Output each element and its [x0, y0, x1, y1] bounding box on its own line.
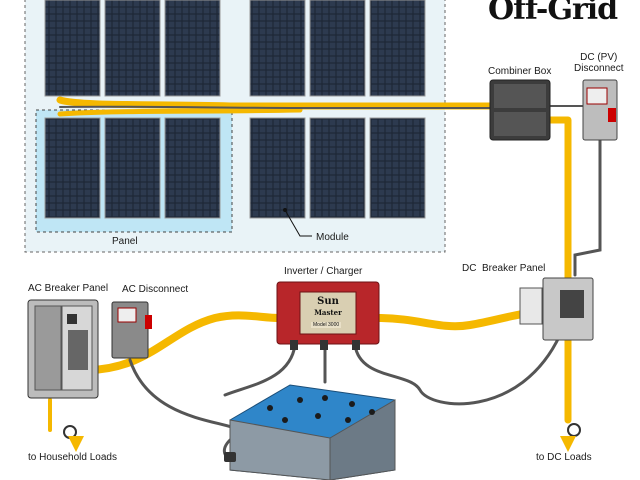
- panel-label: Panel: [112, 236, 138, 247]
- module-leader-dot: [283, 208, 287, 212]
- battery-bank: [229, 384, 396, 480]
- solar-modules-bottom-row: [44, 117, 426, 219]
- solar-module: [309, 0, 366, 97]
- solar-module: [104, 117, 161, 219]
- ac-disconnect: [111, 301, 152, 359]
- solar-module: [44, 0, 101, 97]
- solar-module: [104, 0, 161, 97]
- inverter-brand-line2: Master: [314, 308, 342, 317]
- ground-plug: [224, 452, 236, 462]
- inverter-brand: Sun Master: [312, 296, 344, 318]
- arrow-down-dc-loads: [560, 436, 576, 452]
- solar-module: [249, 117, 306, 219]
- arrow-down-household: [68, 436, 84, 452]
- ac-breaker-panel: [27, 299, 99, 399]
- solar-module: [164, 0, 221, 97]
- page-title: Off-Grid: [488, 0, 618, 27]
- inverter-brand-line1: Sun: [317, 296, 339, 307]
- module-label: Module: [316, 232, 349, 243]
- solar-modules-top-row: [44, 0, 426, 97]
- solar-module: [249, 0, 306, 97]
- household-loads-label: to Household Loads: [28, 452, 117, 463]
- inverter-charger-label: Inverter / Charger: [284, 266, 363, 277]
- dc-pv-disconnect: [582, 79, 618, 141]
- combiner-box: [489, 79, 551, 141]
- solar-module: [369, 117, 426, 219]
- solar-module: [164, 117, 221, 219]
- inverter-model: Model 3000: [311, 322, 342, 328]
- inverter-charger: [276, 281, 380, 350]
- module-leader: [284, 209, 312, 237]
- solar-module: [309, 117, 366, 219]
- combiner-box-label: Combiner Box: [488, 66, 552, 77]
- dc-loads-label: to DC Loads: [536, 452, 592, 463]
- solar-module: [44, 117, 101, 219]
- dc-load-terminal: [567, 423, 581, 437]
- dc-pv-disconnect-label: DC (PV) Disconnect: [574, 52, 624, 74]
- ac-disconnect-label: AC Disconnect: [122, 284, 189, 295]
- solar-module: [369, 0, 426, 97]
- ac-breaker-panel-label: AC Breaker Panel: [28, 283, 109, 294]
- dc-breaker-panel: [519, 277, 594, 341]
- dc-breaker-panel-label: DC Breaker Panel: [462, 263, 546, 274]
